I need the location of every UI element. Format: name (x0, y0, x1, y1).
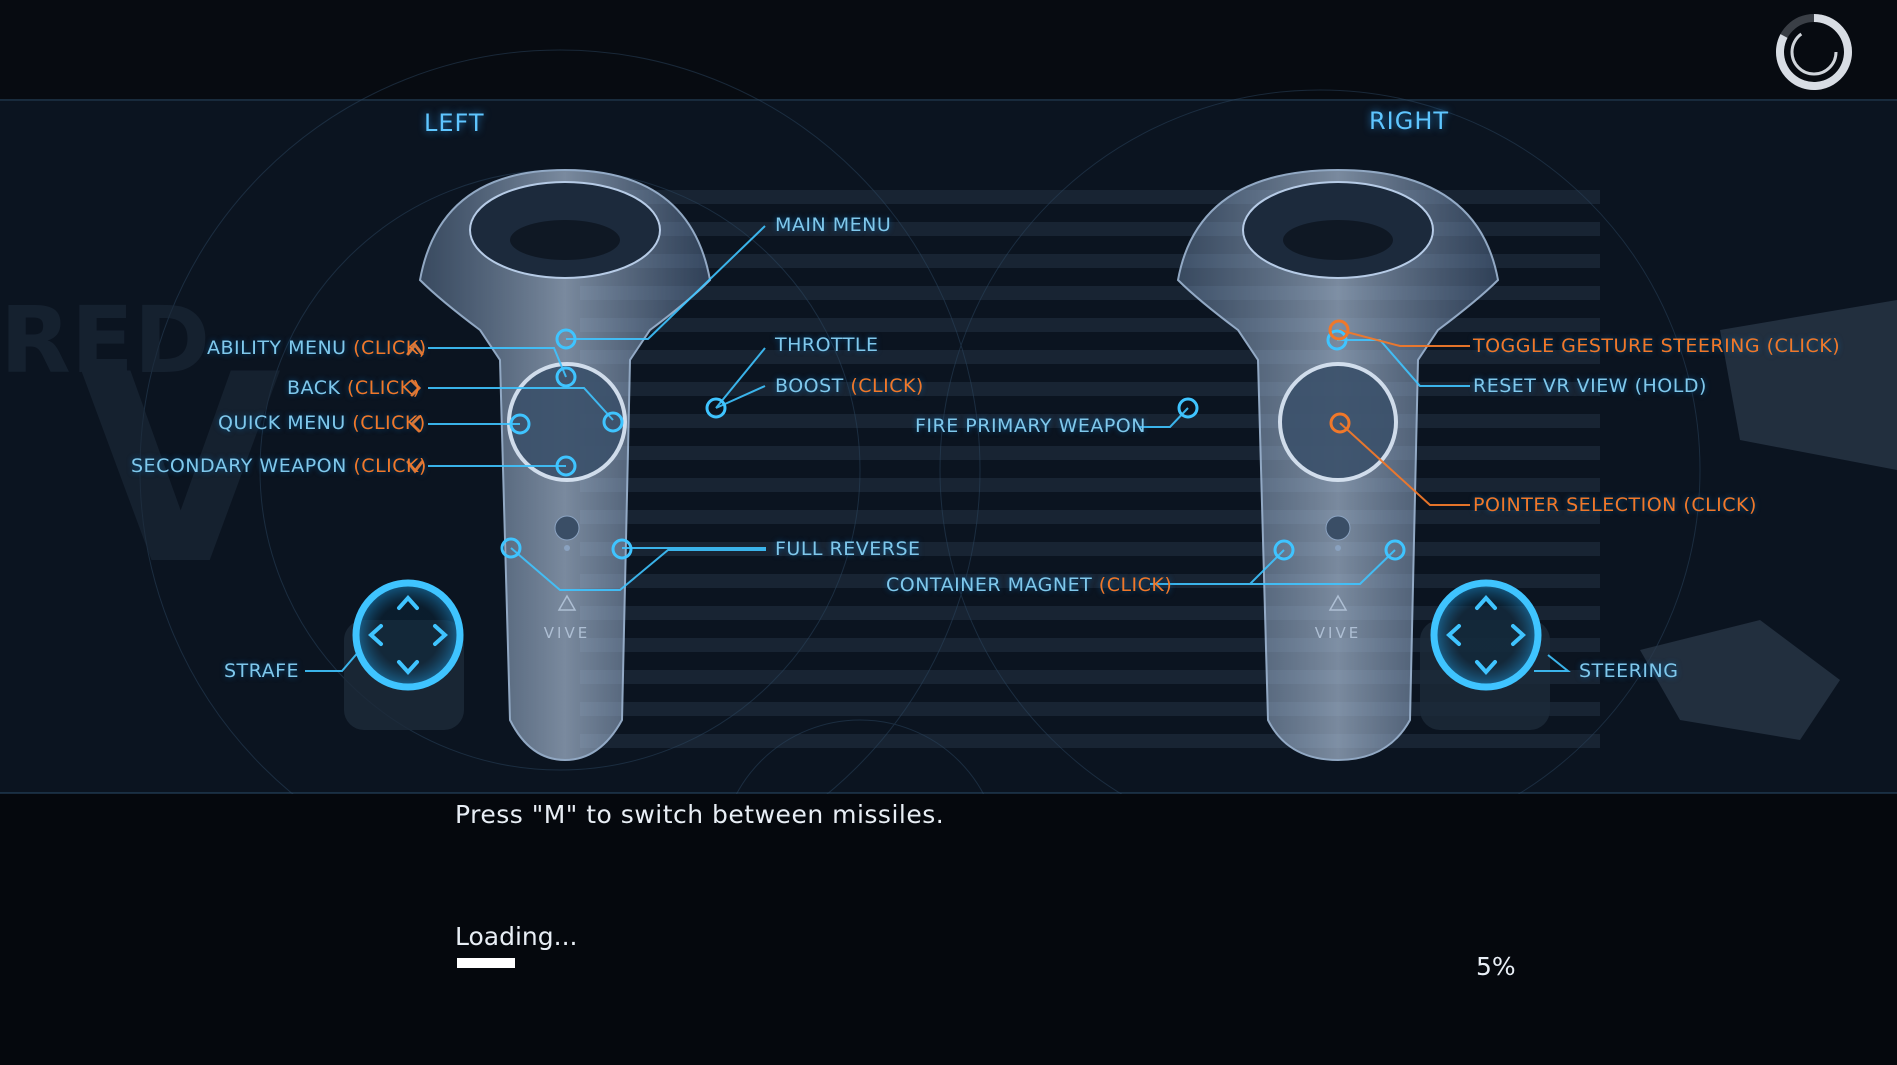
label-toggle-gesture-steering: TOGGLE GESTURE STEERING (CLICK) (1473, 335, 1841, 357)
label-ability-menu: ABILITY MENU (CLICK) (207, 337, 427, 359)
loading-spinner-icon (1776, 14, 1852, 90)
secondary-arrow-down-icon (406, 460, 424, 474)
svg-text:V: V (80, 320, 283, 622)
label-back: BACK (CLICK) (287, 377, 421, 399)
label-pointer-selection: POINTER SELECTION (CLICK) (1473, 494, 1757, 516)
loading-percent: 5% (1476, 952, 1516, 981)
loading-progress-bar (457, 958, 857, 968)
svg-text:RED: RED (0, 287, 210, 394)
right-vive-logo: VIVE (1315, 624, 1361, 642)
left-vive-logo: VIVE (544, 624, 590, 642)
label-boost: BOOST (CLICK) (775, 375, 924, 397)
label-main-menu: MAIN MENU (775, 214, 892, 236)
loading-label: Loading... (455, 922, 578, 951)
back-arrow-right-icon (410, 379, 422, 397)
loading-tip: Press "M" to switch between missiles. (455, 800, 945, 829)
ability-arrow-up-icon (406, 342, 424, 356)
label-fire-primary-weapon: FIRE PRIMARY WEAPON (915, 415, 1146, 437)
right-trackpad-dpad (1430, 579, 1542, 691)
right-controller: VIVE (1176, 168, 1500, 762)
right-header: RIGHT (1369, 107, 1450, 135)
label-quick-menu: QUICK MENU (CLICK) (218, 412, 426, 434)
loading-progress-fill (457, 958, 515, 968)
label-container-magnet: CONTAINER MAGNET (CLICK) (886, 574, 1173, 596)
label-steering: STEERING (1579, 660, 1679, 682)
label-secondary-weapon: SECONDARY WEAPON (CLICK) (131, 455, 427, 477)
label-reset-vr-view: RESET VR VIEW (HOLD) (1473, 375, 1707, 397)
label-full-reverse: FULL REVERSE (775, 538, 921, 560)
label-throttle: THROTTLE (775, 334, 879, 356)
label-strafe: STRAFE (224, 660, 300, 682)
left-header: LEFT (424, 109, 485, 137)
left-trackpad-dpad (352, 579, 464, 691)
quick-arrow-left-icon (409, 415, 421, 433)
